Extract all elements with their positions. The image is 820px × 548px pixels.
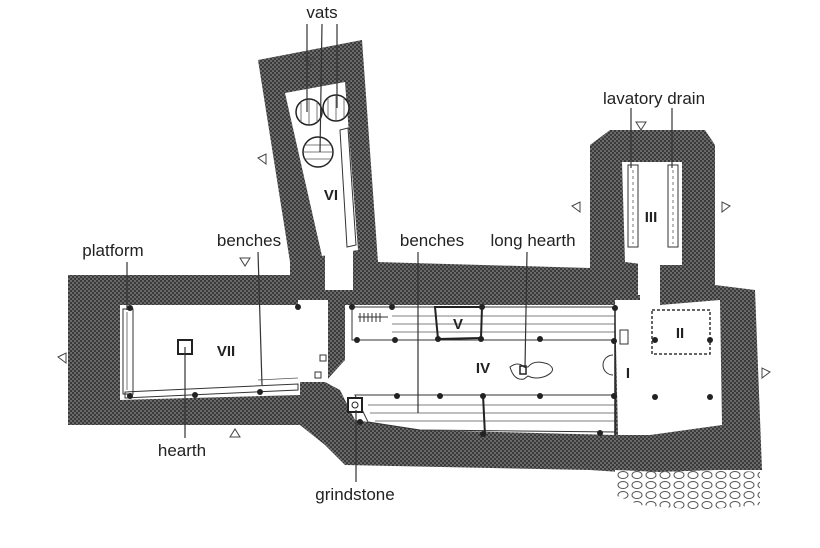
room-ii-details [651, 309, 713, 400]
room-label-ii: II [676, 325, 684, 342]
room-iv-floor [325, 305, 615, 435]
room-iv-details [347, 304, 629, 437]
room-label-iv: IV [476, 360, 490, 377]
interiors [120, 82, 722, 435]
room-label-v: V [453, 316, 463, 333]
room-label-vii: VII [217, 343, 235, 360]
room-i-floor [615, 285, 722, 435]
cobble-path [615, 470, 760, 510]
room-vii-floor [120, 305, 300, 400]
room-label-i: I [626, 365, 630, 382]
passage-vii [298, 300, 328, 382]
room-label-vi: VI [324, 187, 338, 204]
room-vi-floor [285, 82, 358, 256]
leader-lines [126, 23, 673, 482]
label-benches-left: benches [217, 231, 281, 250]
passage-vi [325, 250, 353, 290]
label-long-hearth: long hearth [490, 231, 575, 250]
label-benches-center: benches [400, 231, 464, 250]
room-label-iii: III [645, 209, 658, 226]
passage-iii [638, 255, 660, 295]
grindstone-drawing [347, 397, 363, 413]
entrance-markers [57, 57, 771, 438]
lavatory-drain-drawing [627, 164, 679, 248]
vats-drawing [295, 94, 357, 248]
label-vats: vats [306, 3, 337, 22]
label-platform: platform [82, 241, 143, 260]
label-grindstone: grindstone [315, 485, 394, 504]
room-iii-floor [622, 162, 682, 290]
label-lavatory-drain: lavatory drain [603, 89, 705, 108]
label-hearth: hearth [158, 441, 206, 460]
